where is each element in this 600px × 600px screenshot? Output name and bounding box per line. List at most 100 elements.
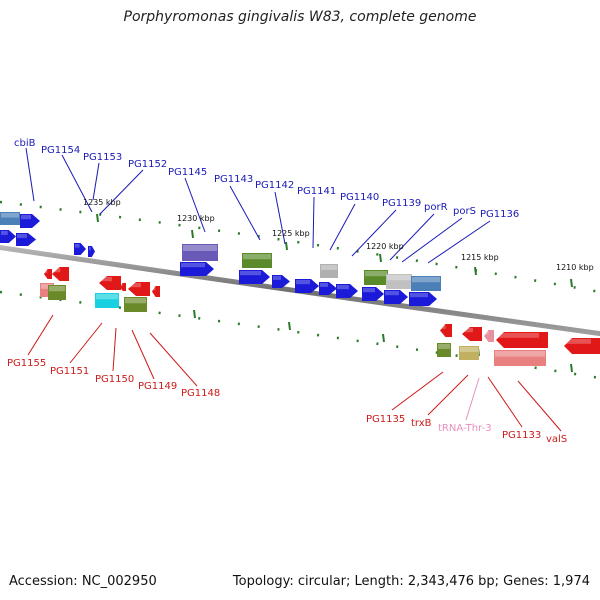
label-connector bbox=[92, 162, 100, 201]
label-connector bbox=[389, 213, 435, 261]
feature-highlight bbox=[495, 351, 545, 357]
gene-label[interactable]: porS bbox=[453, 206, 476, 217]
gene-arrow bbox=[484, 330, 494, 342]
feature-highlight bbox=[565, 339, 591, 344]
label-connector bbox=[427, 220, 491, 264]
scale-track-upper bbox=[0, 200, 600, 294]
domain-block bbox=[48, 285, 66, 300]
feature-highlight bbox=[385, 291, 399, 296]
label-connector bbox=[69, 322, 103, 364]
scale-label: 1235 kbp bbox=[83, 198, 121, 207]
feature-highlight bbox=[410, 293, 428, 298]
gene-arrow bbox=[319, 282, 337, 295]
feature-highlight bbox=[183, 245, 217, 251]
feature-highlight bbox=[53, 268, 61, 273]
gene-arrow bbox=[239, 270, 270, 284]
feature-highlight bbox=[1, 213, 19, 218]
feature-highlight bbox=[243, 254, 271, 260]
gene-arrow bbox=[462, 327, 482, 341]
domain-block bbox=[411, 276, 441, 291]
gene-label[interactable]: PG1133 bbox=[502, 430, 541, 441]
major-tick bbox=[285, 241, 288, 251]
scale-label: 1220 kbp bbox=[366, 242, 404, 251]
gene-label[interactable]: PG1140 bbox=[340, 192, 379, 203]
domain-block bbox=[95, 293, 119, 308]
trna-label[interactable]: tRNA-Thr-3 bbox=[438, 423, 492, 434]
feature-highlight bbox=[21, 215, 31, 220]
gene-label[interactable]: PG1145 bbox=[168, 167, 207, 178]
label-connector bbox=[517, 380, 562, 432]
label-connector bbox=[329, 203, 356, 251]
feature-highlight bbox=[296, 280, 310, 285]
domain-block bbox=[386, 274, 412, 289]
major-tick bbox=[382, 333, 385, 343]
gene-arrow bbox=[44, 269, 52, 279]
feature-highlight bbox=[100, 277, 112, 282]
gene-arrow bbox=[496, 332, 548, 348]
major-tick bbox=[570, 278, 573, 288]
gene-label[interactable]: PG1150 bbox=[95, 374, 134, 385]
gene-label[interactable]: cbiB bbox=[14, 138, 36, 149]
feature-highlight bbox=[463, 328, 473, 333]
label-connector bbox=[427, 374, 469, 416]
feature-highlight bbox=[121, 284, 123, 287]
gene-arrow bbox=[99, 276, 121, 290]
gene-label[interactable]: PG1139 bbox=[382, 198, 421, 209]
major-tick bbox=[96, 213, 99, 223]
major-tick bbox=[191, 229, 194, 239]
gene-arrow bbox=[295, 279, 319, 293]
gene-arrow bbox=[362, 287, 384, 301]
gene-arrow bbox=[440, 324, 452, 337]
label-connector bbox=[465, 377, 480, 421]
gene-arrow bbox=[180, 262, 214, 276]
gene-label[interactable]: trxB bbox=[411, 418, 432, 429]
gene-label[interactable]: PG1155 bbox=[7, 358, 46, 369]
major-tick bbox=[474, 266, 477, 276]
gene-arrow bbox=[564, 338, 600, 354]
gene-label[interactable]: PG1142 bbox=[255, 180, 294, 191]
gene-label[interactable]: porR bbox=[424, 202, 448, 213]
label-connector bbox=[401, 217, 463, 263]
gene-label[interactable]: PG1153 bbox=[83, 152, 122, 163]
feature-highlight bbox=[125, 298, 146, 304]
gene-label[interactable]: PG1136 bbox=[480, 209, 519, 220]
feature-highlight bbox=[181, 263, 205, 268]
feature-highlight bbox=[497, 333, 539, 338]
gene-label[interactable]: valS bbox=[546, 434, 567, 445]
label-connector bbox=[312, 196, 315, 249]
label-connector bbox=[351, 209, 397, 257]
domain-block bbox=[459, 346, 479, 360]
feature-highlight bbox=[89, 247, 91, 251]
gene-label[interactable]: PG1154 bbox=[41, 145, 80, 156]
label-connector bbox=[25, 147, 35, 202]
domain-block bbox=[182, 244, 218, 261]
genome-summary: Topology: circular; Length: 2,343,476 bp… bbox=[232, 574, 590, 589]
gene-arrow bbox=[272, 275, 290, 288]
feature-highlight bbox=[41, 284, 53, 289]
domain-block bbox=[437, 343, 451, 357]
gene-arrow bbox=[409, 292, 437, 306]
label-connector bbox=[229, 185, 261, 241]
major-tick bbox=[193, 309, 196, 319]
feature-highlight bbox=[438, 344, 450, 349]
gene-label[interactable]: PG1135 bbox=[366, 414, 405, 425]
gene-label[interactable]: PG1151 bbox=[50, 366, 89, 377]
gene-label[interactable]: PG1143 bbox=[214, 174, 253, 185]
label-connector bbox=[27, 314, 54, 356]
gene-arrow bbox=[16, 233, 36, 246]
gene-label[interactable]: PG1148 bbox=[181, 388, 220, 399]
feature-highlight bbox=[273, 276, 281, 280]
gene-label[interactable]: PG1141 bbox=[297, 186, 336, 197]
feature-highlight bbox=[485, 331, 489, 335]
feature-highlight bbox=[365, 271, 387, 277]
feature-highlight bbox=[441, 325, 446, 329]
domain-block bbox=[124, 297, 147, 312]
label-connector bbox=[149, 332, 198, 387]
gene-label[interactable]: PG1149 bbox=[138, 381, 177, 392]
gene-arrow bbox=[336, 284, 358, 298]
gene-arrow bbox=[152, 286, 160, 297]
gene-label[interactable]: PG1152 bbox=[128, 159, 167, 170]
feature-highlight bbox=[412, 277, 440, 283]
gene-arrow bbox=[88, 246, 95, 257]
